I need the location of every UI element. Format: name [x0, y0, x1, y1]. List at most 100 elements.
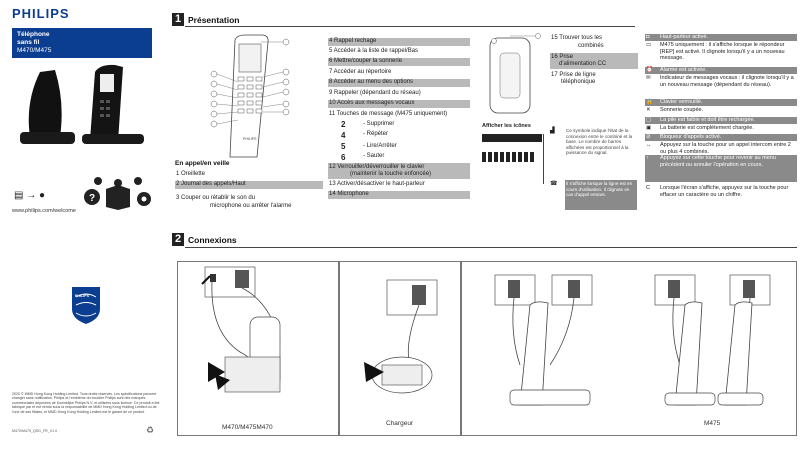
- right-item-16b: d'alimentation CC: [559, 61, 607, 67]
- legend-row: ◘ Haut-parleur activé.: [645, 34, 797, 41]
- panel-connection-line: [177, 261, 339, 436]
- product-tag: Téléphone sans fil M470/M475: [12, 28, 152, 58]
- mid-item-11a: - Supprimer: [363, 121, 395, 127]
- mid-item-11c: - Lire/Arrêter: [363, 143, 397, 149]
- legend-text: Haut-parleur activé.: [660, 34, 708, 40]
- legend-icon: 🔒: [646, 99, 653, 105]
- caption-m475: M475: [704, 420, 721, 427]
- line-desc: Il s'affiche lorsque la ligne est en cou…: [565, 180, 637, 210]
- legend-icon: ⏰: [646, 67, 653, 73]
- mid-item-14: 14 Microphone: [328, 191, 470, 199]
- legend-text: Lorsque l'écran s'affiche, appuyez sur l…: [660, 185, 789, 198]
- base-connection-illustration: [201, 266, 281, 393]
- charger-illustration: [364, 279, 438, 394]
- right-item-15: 15 Trouver tous les: [551, 35, 603, 41]
- legend-icon: ▢: [646, 117, 652, 123]
- legend-icon: ⊘: [646, 134, 651, 140]
- lcd-display-diagram: [482, 134, 544, 184]
- legend-row: ↔ Appuyez sur la touche pour un appel int…: [645, 142, 797, 156]
- base-diagram: [489, 33, 541, 114]
- handset-diagram: PHILIPS: [210, 34, 290, 158]
- m475-base-illustration: [494, 274, 593, 406]
- legend-row: ▭ M475 uniquement : il s'affiche lorsque …: [645, 42, 797, 62]
- standby-item-3: 3 Couper ou rétablir le son du: [176, 195, 256, 201]
- product-line2: sans fil: [17, 39, 40, 46]
- help-icons: ?: [84, 177, 151, 210]
- website-link[interactable]: www.philips.com/welcome: [12, 208, 76, 214]
- mid-item-4: 4 Rappel rechage: [328, 38, 470, 46]
- legend-text: Appuyez sur cette touche pour revenir au…: [660, 155, 776, 168]
- mid-item-11: 11 Touches de message (M475 uniquement): [329, 111, 448, 117]
- m475-handset-illustration: [654, 274, 771, 406]
- legend-row: ⏰ Alarme est activée.: [645, 67, 797, 74]
- mid-item-11b: - Répéter: [363, 131, 389, 137]
- product-line1: Téléphone: [17, 31, 50, 38]
- legal-text: 2020 © MMD Hong Kong Holding Limited. To…: [12, 392, 160, 414]
- mid-item-12b: (maintenir la touche enfoncée): [350, 171, 432, 177]
- mid-item-11d: - Sauter: [363, 153, 385, 159]
- mid-item-7: 7 Accéder au répertoire: [329, 69, 392, 75]
- legend-text: Indicateur de messages vocaux : il clign…: [660, 75, 794, 88]
- legend-text: Appuyez sur la touche pour un appel inte…: [660, 142, 791, 155]
- recycle-icon: ♻: [146, 425, 155, 435]
- guide-to-user-icon: ▤ → ●: [14, 190, 46, 201]
- mid-item-6: 6 Mettre/couper la sonnerie: [328, 58, 470, 66]
- document-code: M470/M475_QSG_FR_V1.0: [12, 429, 58, 433]
- svg-text:PHILIPS: PHILIPS: [75, 294, 90, 298]
- line-icon: ☎: [550, 181, 558, 187]
- section-1-title: Présentation: [188, 15, 240, 25]
- panel-connection-m475: [461, 261, 797, 436]
- standby-item-3b: microphone ou arrêter l'alarme: [210, 203, 292, 209]
- legend-text: M475 uniquement : il s'affiche lorsque l…: [660, 42, 785, 61]
- section-2-number: 2: [172, 233, 184, 246]
- legend-row: ▢ La pile est faible et doit être recharg…: [645, 117, 797, 124]
- icons-title: Afficher les icônes: [482, 123, 531, 129]
- legend-icon: ↔: [646, 142, 652, 148]
- caption-m470: M470/M475M470: [222, 424, 273, 431]
- mid-item-10: 10 Accès aux messages vocaux: [328, 100, 470, 108]
- legend-row: ✉ Indicateur de messages vocaux : il clig…: [645, 75, 797, 97]
- legend-text: Clavier verrouillé.: [660, 99, 703, 105]
- legend-text: Sonnerie coupée.: [660, 107, 704, 113]
- standby-title: En appel/en veille: [175, 160, 230, 167]
- mid-item-13: 13 Activer/désactiver le haut-parleur: [329, 181, 425, 187]
- standby-item-1: 1 Oreillette: [176, 171, 206, 177]
- section-2-title: Connexions: [188, 235, 237, 245]
- product-models: M470/M475: [17, 47, 52, 54]
- right-item-17: 17 Prise de ligne: [551, 72, 596, 78]
- panel-connection-charger: [339, 261, 461, 436]
- product-phones-image: [20, 64, 144, 144]
- legend-icon: ◘: [646, 34, 650, 40]
- svg-text:PHILIPS: PHILIPS: [243, 137, 257, 141]
- signal-icon: ▟: [550, 128, 555, 134]
- mid-item-9: 9 Rappeler (dépendant du réseau): [329, 90, 421, 96]
- section-1-number: 1: [172, 13, 184, 26]
- brand-logo-text: PHILIPS: [12, 6, 70, 21]
- legend-text: La pile est faible et doit être rechargé…: [660, 117, 756, 123]
- legend-icon: ▣: [646, 125, 652, 131]
- mid-item-5: 5 Accéder à la liste de rappel/Bas: [329, 48, 419, 54]
- legend-row: ✕ Sonnerie coupée.: [645, 107, 797, 114]
- legend-row: ▣ La batterie est complètement chargée.: [645, 125, 797, 132]
- legend-icon: ↑: [646, 155, 649, 161]
- legend-icon: ✕: [646, 107, 651, 113]
- svg-text:?: ?: [89, 193, 95, 204]
- philips-shield-logo: PHILIPS: [72, 287, 100, 324]
- mid-item-12: 12 Verrouiller/déverrouiller le clavier: [329, 164, 425, 170]
- right-item-15b: combinés: [578, 43, 604, 49]
- signal-desc: Ce symbole indique l'état de la connexio…: [566, 128, 633, 155]
- caption-charger: Chargeur: [386, 420, 414, 427]
- right-item-16: 16 Prise: [551, 54, 574, 60]
- legend-icon: ✉: [646, 75, 651, 81]
- legend-icon: C: [646, 185, 650, 191]
- legend-text: La batterie est complètement chargée.: [660, 125, 754, 131]
- legend-row: 🔒 Clavier verrouillé.: [645, 99, 797, 106]
- legend-row: ⊘ Bloqueur d'appels activé.: [645, 134, 797, 141]
- legend-row: ↑ Appuyez sur cette touche pour revenir a…: [645, 155, 797, 182]
- legend-icon: ▭: [646, 42, 652, 48]
- legend-text: Bloqueur d'appels activé.: [660, 134, 722, 140]
- standby-item-2: 2 Journal des appels/Haut: [175, 181, 323, 189]
- right-item-17b: téléphonique: [561, 79, 596, 85]
- legend-text: Alarme est activée.: [660, 67, 707, 73]
